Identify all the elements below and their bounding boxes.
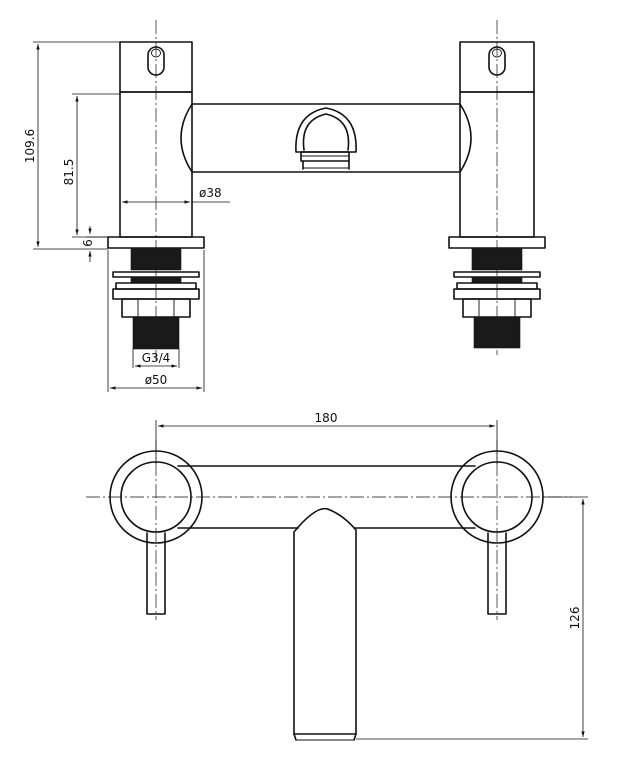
top-view: 180 126 [86, 411, 588, 741]
label-overall-height: 109.6 [23, 129, 37, 163]
label-thread: G3/4 [142, 351, 171, 365]
label-flange-diameter: ø50 [145, 373, 168, 387]
bridge-body [180, 103, 472, 173]
left-shank-assembly [107, 236, 205, 350]
dim-thread: G3/4 [132, 349, 180, 368]
front-view: 109.6 81.5 6 ø38 G3/4 [23, 20, 546, 392]
left-handle-top [109, 450, 203, 615]
dim-base-height: 6 [81, 226, 108, 262]
dim-flange-diameter: ø50 [107, 250, 205, 392]
dim-body-height: 81.5 [62, 93, 120, 238]
dim-spout-reach: 126 [356, 496, 588, 740]
dim-overall-height: 109.6 [23, 41, 120, 250]
right-shank-assembly [448, 236, 546, 349]
right-lever [487, 532, 507, 615]
spout-top [293, 507, 357, 741]
bridge-top [177, 465, 476, 529]
label-base-height: 6 [81, 239, 95, 247]
label-spout-reach: 126 [568, 607, 582, 630]
left-lever [146, 532, 166, 615]
label-centers-width: 180 [315, 411, 338, 425]
right-handle-knob [488, 46, 506, 76]
dim-body-diameter: ø38 [122, 186, 230, 204]
dim-centers-width: 180 [155, 411, 498, 464]
left-handle-knob [147, 46, 165, 76]
label-body-height: 81.5 [62, 159, 76, 186]
label-body-diameter: ø38 [199, 186, 222, 200]
spout-outlet [295, 107, 357, 170]
